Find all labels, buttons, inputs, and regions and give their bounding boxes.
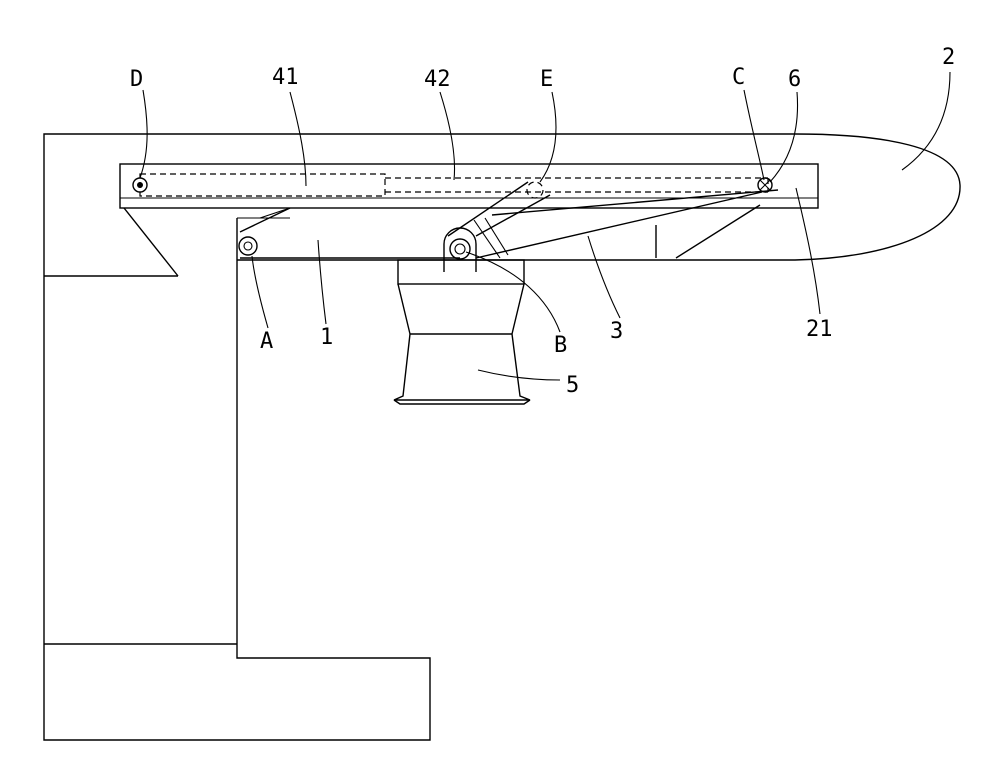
label-C: C	[732, 65, 745, 90]
base-5	[393, 259, 531, 405]
guide-rail-21	[119, 163, 819, 209]
label-5: 5	[566, 373, 579, 398]
label-6: 6	[788, 67, 801, 92]
boom-arm-2	[237, 133, 961, 261]
pivot-C	[757, 177, 773, 193]
pivot-D	[132, 177, 148, 193]
label-2: 2	[942, 45, 955, 70]
leader-lines	[139, 71, 951, 381]
label-3: 3	[610, 319, 623, 344]
label-1: 1	[320, 325, 333, 350]
label-A: A	[260, 329, 273, 354]
pivot-A	[238, 236, 258, 256]
arm-1	[239, 207, 460, 259]
label-B: B	[554, 333, 567, 358]
piston-rod-42	[385, 177, 769, 193]
label-41: 41	[272, 65, 299, 90]
label-E: E	[540, 67, 553, 92]
arm-3	[473, 189, 779, 259]
label-D: D	[130, 67, 143, 92]
reference-labels: D 41 42 E C 6 2 21 A 1 B 3 5	[130, 45, 955, 398]
pivot-E	[526, 181, 544, 199]
cylinder-41	[139, 173, 386, 197]
label-42: 42	[424, 67, 451, 92]
link-B-E	[447, 181, 551, 237]
lug-B	[443, 227, 477, 272]
housing-wedge	[123, 207, 290, 277]
housing-body	[43, 133, 795, 741]
label-21: 21	[806, 317, 833, 342]
